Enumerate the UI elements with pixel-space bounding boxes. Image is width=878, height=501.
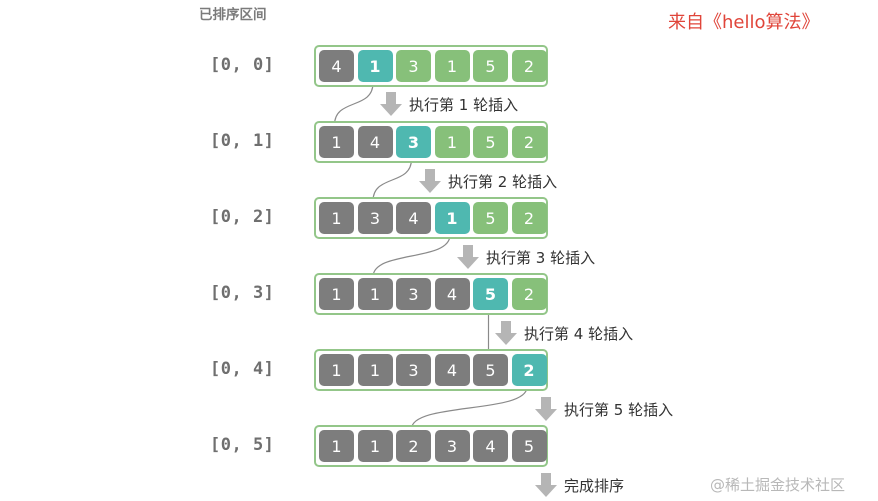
range-label: [0, 2]: [210, 207, 275, 227]
step-label: 执行第 3 轮插入: [457, 245, 595, 269]
move-connector: [372, 234, 451, 278]
move-connector: [372, 158, 413, 202]
array-cell: 5: [473, 126, 508, 158]
array-cell: 5: [511, 430, 547, 462]
range-label: [0, 5]: [210, 435, 275, 455]
array-cell: 4: [434, 278, 470, 310]
array-cell: 1: [357, 354, 393, 386]
range-label: [0, 1]: [210, 131, 275, 151]
array-cell: 1: [357, 50, 393, 82]
array-cell: 2: [511, 126, 547, 158]
array-cell: 1: [319, 430, 354, 462]
step-text: 完成排序: [564, 476, 625, 495]
array-cell: 1: [319, 202, 354, 234]
source-credit: 来自《hello算法》: [668, 12, 820, 33]
step-label: 执行第 1 轮插入: [380, 92, 518, 116]
range-label: [0, 4]: [210, 359, 275, 379]
array-cell: 1: [319, 126, 354, 158]
array-cell: 5: [473, 50, 508, 82]
down-arrow-icon: [419, 169, 441, 193]
step-label: 执行第 2 轮插入: [419, 169, 557, 193]
array-cell: 1: [357, 278, 393, 310]
down-arrow-icon: [457, 245, 479, 269]
array-cell: 3: [396, 354, 431, 386]
array-cell: 4: [434, 354, 470, 386]
array-cell: 1: [434, 126, 470, 158]
array-cell: 2: [396, 430, 431, 462]
step-label: 执行第 5 轮插入: [535, 397, 673, 421]
step-label: 执行第 4 轮插入: [495, 321, 633, 345]
down-arrow-icon: [535, 473, 557, 497]
array-cell: 2: [511, 50, 547, 82]
array-cell: 1: [434, 202, 470, 234]
array-cell: 1: [434, 50, 470, 82]
step-label: 完成排序: [535, 473, 624, 497]
step-text: 执行第 3 轮插入: [486, 248, 596, 267]
move-connector: [333, 82, 374, 126]
down-arrow-icon: [535, 397, 557, 421]
step-text: 执行第 5 轮插入: [564, 400, 674, 419]
array-cell: 5: [473, 354, 508, 386]
range-label: [0, 0]: [210, 55, 275, 75]
down-arrow-icon: [380, 92, 402, 116]
array-cell: 3: [434, 430, 470, 462]
move-connector: [410, 386, 528, 430]
array-cell: 1: [319, 354, 354, 386]
array-cell: 2: [511, 278, 547, 310]
step-text: 执行第 1 轮插入: [409, 95, 519, 114]
sorted-range-header: 已排序区间: [199, 7, 267, 23]
array-cell: 4: [473, 430, 508, 462]
array-cell: 4: [319, 50, 354, 82]
array-cell: 3: [396, 50, 431, 82]
array-cell: 4: [396, 202, 431, 234]
watermark: @稀土掘金技术社区: [710, 476, 846, 494]
range-label: [0, 3]: [210, 283, 275, 303]
array-cell: 1: [357, 430, 393, 462]
array-cell: 5: [473, 202, 508, 234]
array-cell: 1: [319, 278, 354, 310]
array-cell: 2: [511, 202, 547, 234]
array-cell: 2: [511, 354, 547, 386]
array-cell: 3: [357, 202, 393, 234]
step-text: 执行第 4 轮插入: [524, 324, 634, 343]
array-cell: 3: [396, 278, 431, 310]
array-cell: 4: [357, 126, 393, 158]
array-cell: 5: [473, 278, 508, 310]
step-text: 执行第 2 轮插入: [448, 172, 558, 191]
down-arrow-icon: [495, 321, 517, 345]
array-cell: 3: [396, 126, 431, 158]
